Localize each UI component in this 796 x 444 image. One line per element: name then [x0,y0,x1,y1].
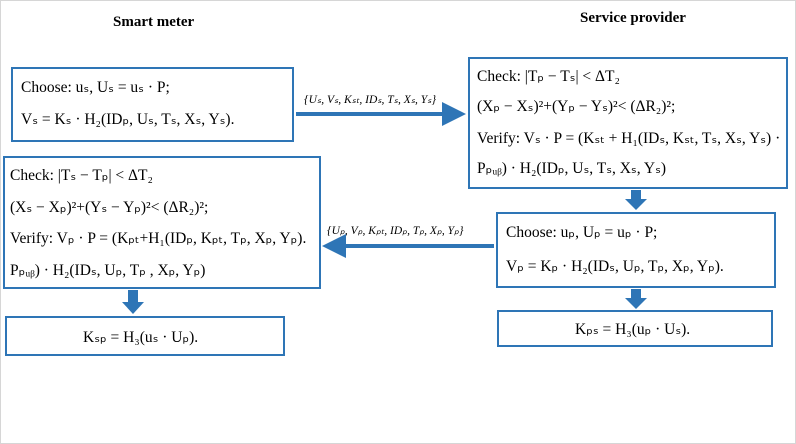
sm-check-line-2: (Xₛ − Xₚ)²+(Yₛ − Yₚ)²< (ΔR₂)²; [10,199,209,216]
sp-check-box: Check: |Tₚ − Tₛ| < ΔT₂ (Xₚ − Xₛ)²+(Yₚ − … [468,57,788,189]
sp-choose-line-2: Vₚ = Kₚ · H₂(IDₛ, Uₚ, Tₚ, Xₚ, Yₚ). [506,258,724,275]
sp-check-line-1: Check: |Tₚ − Tₛ| < ΔT₂ [477,68,620,85]
message-sp-to-sm: {Uₚ, Vₚ, Kₚₜ, IDₚ, Tₚ, Xₚ, Yₚ} [327,225,464,237]
sp-key-box: Kₚₛ = H₃(uₚ · Uₛ). [497,310,773,347]
sm-key-line: Kₛₚ = H₃(uₛ · Uₚ). [83,329,199,346]
arrow-sp-choose-to-key [625,289,647,309]
sm-check-line-4: Pₚᵤᵦ) · H₂(IDₛ, Uₚ, Tₚ , Xₚ, Yₚ) [10,262,206,279]
sm-choose-box: Choose: uₛ, Uₛ = uₛ · P; Vₛ = Kₛ · H₂(ID… [11,67,294,142]
sp-check-line-2: (Xₚ − Xₛ)²+(Yₚ − Yₛ)²< (ΔR₂)²; [477,98,676,115]
arrow-sp-check-to-choose [625,190,647,210]
arrow-sm-check-to-key [122,290,144,314]
sp-choose-box: Choose: uₚ, Uₚ = uₚ · P; Vₚ = Kₚ · H₂(ID… [496,212,776,288]
sm-check-box: Check: |Tₛ − Tₚ| < ΔT₂ (Xₛ − Xₚ)²+(Yₛ − … [3,156,321,289]
sp-check-line-4: Pₚᵤᵦ) · H₂(IDₚ, Uₛ, Tₛ, Xₛ, Yₛ) [477,160,667,177]
sp-choose-line-1: Choose: uₚ, Uₚ = uₚ · P; [506,224,658,241]
heading-service-provider: Service provider [580,10,686,26]
heading-smart-meter: Smart meter [113,14,195,30]
sp-check-line-3: Verify: Vₛ · P = (Kₛₜ + H₁(IDₛ, Kₛₜ, Tₛ,… [477,130,781,147]
sp-key-line: Kₚₛ = H₃(uₚ · Uₛ). [575,321,691,338]
message-sm-to-sp: {Uₛ, Vₛ, Kₛₜ, IDₛ, Tₛ, Xₛ, Yₛ} [304,94,437,106]
sm-choose-line-2: Vₛ = Kₛ · H₂(IDₚ, Uₛ, Tₛ, Xₛ, Yₛ). [21,111,235,128]
sm-choose-line-1: Choose: uₛ, Uₛ = uₛ · P; [21,79,170,96]
sm-check-line-1: Check: |Tₛ − Tₚ| < ΔT₂ [10,167,153,184]
sm-check-line-3: Verify: Vₚ · P = (Kₚₜ+H₁(IDₚ, Kₚₜ, Tₚ, X… [10,230,307,247]
sm-key-box: Kₛₚ = H₃(uₛ · Uₚ). [5,316,285,356]
